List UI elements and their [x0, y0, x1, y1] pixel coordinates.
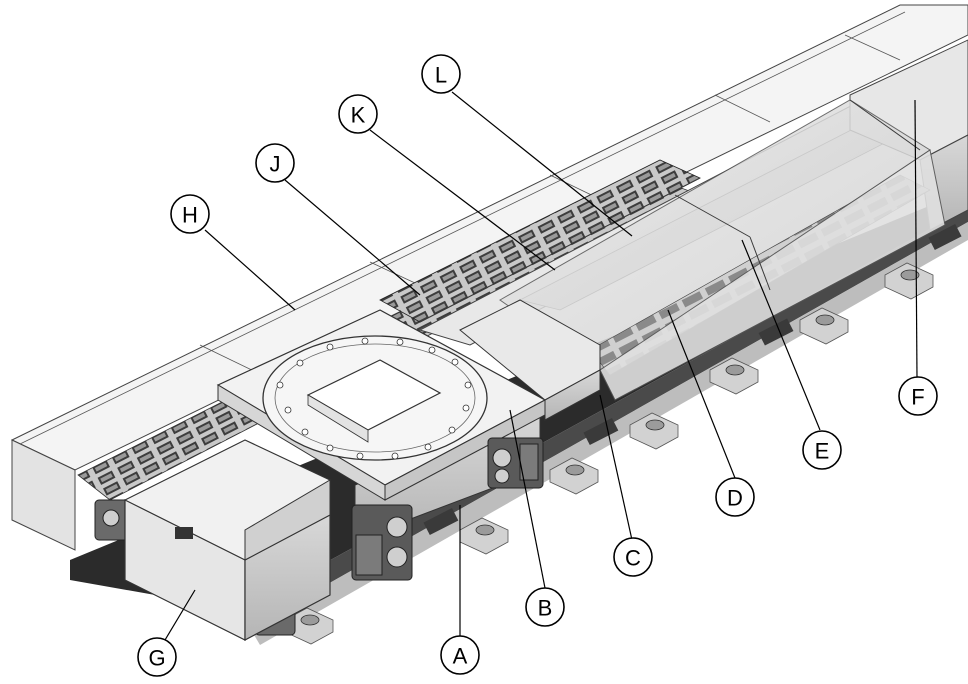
- callout-h-label: H: [182, 203, 198, 228]
- callouts: A B C D E F G H: [137, 54, 938, 677]
- callout-j-label: J: [270, 152, 281, 177]
- mount-foot: [799, 307, 849, 345]
- callout-a-label: A: [453, 644, 468, 669]
- leader-g: [164, 589, 196, 641]
- callout-c-label: C: [625, 546, 641, 571]
- gear-motor-icon: [487, 437, 544, 489]
- mount-foot: [549, 457, 599, 495]
- bolt-icon: [475, 524, 495, 536]
- leader-h: [204, 229, 296, 311]
- mounting-feet: [284, 262, 934, 645]
- callout-l: L: [421, 54, 461, 94]
- bolt-icon: [645, 419, 665, 431]
- callout-k-label: K: [351, 103, 366, 128]
- bolt-icon: [565, 464, 585, 476]
- gear-motor-icon: [94, 499, 131, 541]
- callout-g-label: G: [148, 646, 165, 671]
- label-plate: [175, 527, 193, 539]
- callout-c: C: [613, 537, 653, 577]
- callout-d: D: [715, 477, 755, 517]
- carriage-side-cover: [459, 299, 601, 421]
- leader-b: [509, 409, 546, 589]
- leader-lines: [164, 91, 918, 641]
- leader-c: [599, 394, 633, 541]
- callout-b-label: B: [538, 596, 553, 621]
- callout-k: K: [338, 94, 378, 134]
- leader-e: [741, 239, 821, 431]
- callout-l-label: L: [435, 63, 447, 88]
- mount-foot: [709, 357, 759, 395]
- bolt-circle: [276, 337, 472, 460]
- callout-g: G: [137, 637, 177, 677]
- callout-h: H: [170, 194, 210, 234]
- mount-foot: [884, 262, 934, 300]
- leader-d: [667, 309, 736, 479]
- bolt-icon: [900, 269, 920, 281]
- glass-housing: [499, 99, 946, 401]
- mount-foot: [629, 412, 679, 450]
- end-cover-g: [124, 439, 331, 641]
- callout-f: F: [898, 376, 938, 416]
- callout-d-label: D: [727, 486, 743, 511]
- callout-a: A: [440, 635, 480, 675]
- leader-f: [914, 99, 918, 379]
- bolt-icon: [815, 314, 835, 326]
- gear-motor-icon: [351, 504, 413, 581]
- carriage: [216, 309, 547, 541]
- callout-e-label: E: [815, 439, 830, 464]
- leader-k: [369, 129, 556, 271]
- bolt-icon: [725, 364, 745, 376]
- rail-connectors: [423, 223, 962, 536]
- callout-f-label: F: [911, 385, 924, 410]
- bolt-icon: [300, 614, 320, 626]
- callout-b: B: [525, 587, 565, 627]
- leader-l: [451, 91, 633, 237]
- callout-j: J: [255, 143, 295, 183]
- top-cover-h: [10, 4, 968, 551]
- callout-e: E: [802, 430, 842, 470]
- leader-j: [284, 179, 421, 296]
